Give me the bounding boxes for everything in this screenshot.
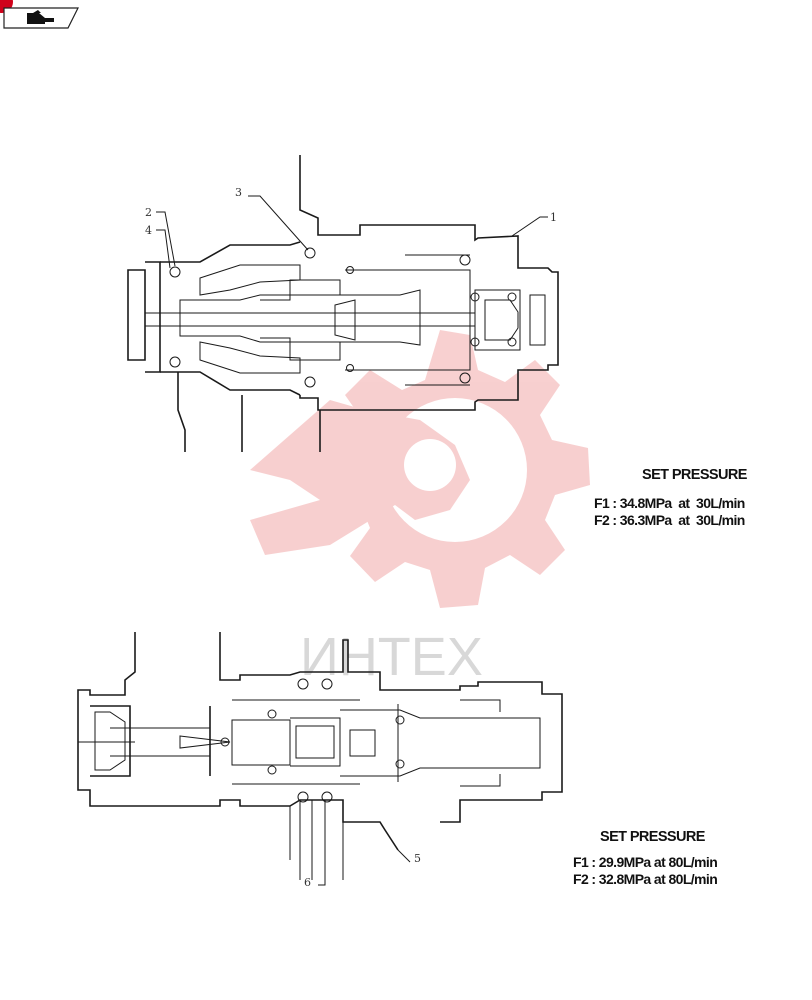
upper-spec-f2: F2 : 36.3MPa at 30L/min [594,512,745,528]
callout-6: 6 [304,876,311,889]
gear-wrench-logo [250,330,590,608]
callout-4: 4 [145,224,152,237]
hydraulic-tab-icon [27,10,54,24]
lower-spec-title: SET PRESSURE [600,829,705,845]
callout-1: 1 [550,211,557,224]
lower-spec: SET PRESSURE F1 : 29.9MPa at 80L/min F2 … [573,829,763,888]
callout-3: 3 [235,186,242,199]
callout-2: 2 [145,206,152,219]
section-tab[interactable] [0,0,90,34]
lower-valve-drawing [77,632,563,886]
lower-spec-f2: F2 : 32.8MPa at 80L/min [573,871,718,887]
upper-spec: SET PRESSURE F1 : 34.8MPa at 30L/min F2 … [594,467,784,529]
lower-spec-f1: F1 : 29.9MPa at 80L/min [573,854,718,870]
upper-spec-title: SET PRESSURE [642,467,747,483]
watermark-text: ИНТЕХ [300,627,483,687]
upper-spec-f1: F1 : 34.8MPa at 30L/min [594,495,745,511]
upper-valve-drawing [127,155,559,452]
callout-5: 5 [414,852,421,865]
